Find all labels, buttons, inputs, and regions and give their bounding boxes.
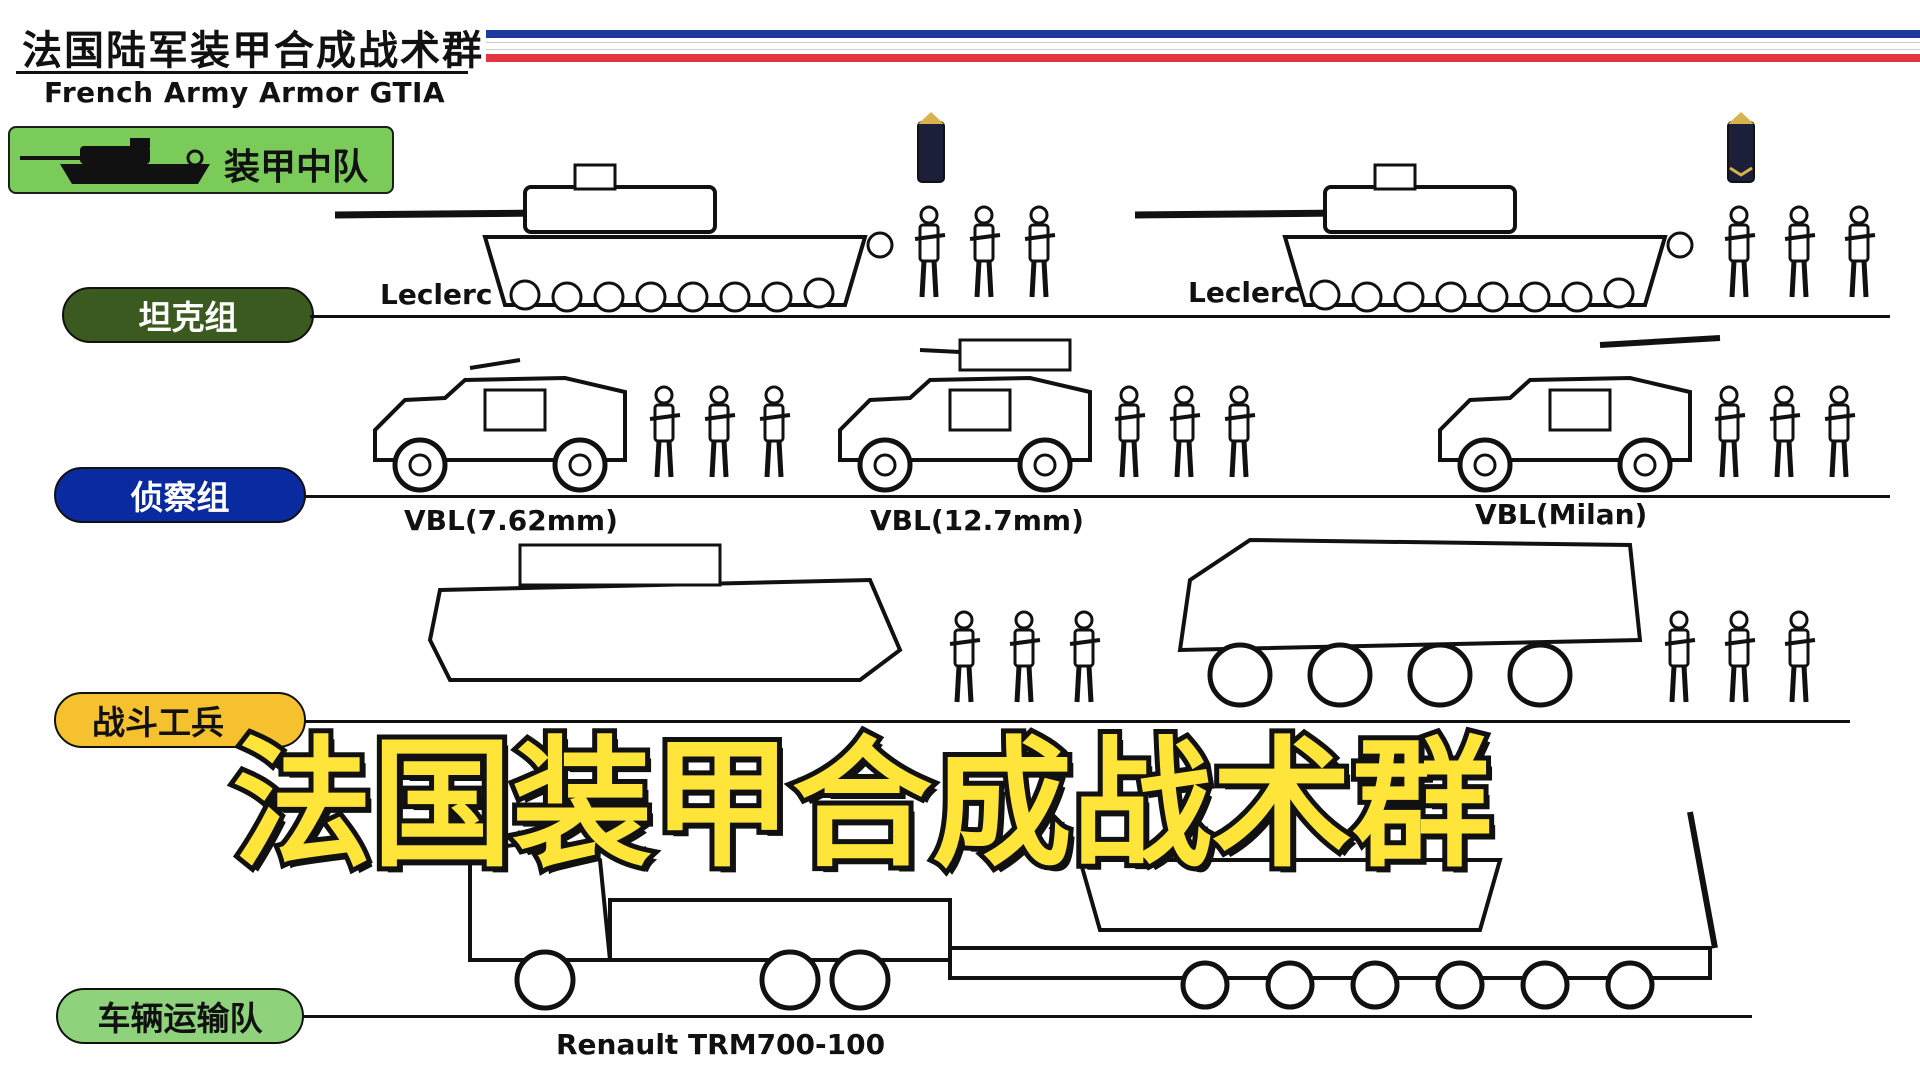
flag-band-white — [486, 42, 1920, 50]
ground-line-tank — [310, 315, 1890, 318]
ground-line-recon — [304, 495, 1890, 498]
flag-band-red — [486, 54, 1920, 62]
page-title: 法国陆军装甲合成战术群 — [22, 28, 484, 74]
overlay-title: 法国装甲合成战术群 — [227, 719, 1497, 892]
rank-insignia-1 — [917, 121, 945, 183]
unit-label: 装甲中队 — [224, 147, 369, 188]
engineer-vehicle-1 — [427, 577, 903, 682]
caption-leclerc-1: Leclerc — [380, 278, 493, 311]
vbl-762 — [375, 378, 625, 490]
caption-vbl-milan: VBL(Milan) — [1475, 498, 1648, 531]
ground-line-engineer — [304, 720, 1850, 723]
rank-insignia-2 — [1727, 121, 1755, 183]
vbl-127 — [840, 378, 1090, 490]
row-label-transport: 车辆运输队 — [56, 988, 304, 1044]
tank-icon — [20, 138, 210, 184]
caption-vbl-127: VBL(12.7mm) — [870, 504, 1084, 537]
page-subtitle: French Army Armor GTIA — [44, 76, 446, 109]
trailer-cargo-vehicle — [1077, 858, 1503, 932]
truck-cab — [468, 837, 613, 962]
row-label-tank: 坦克组 — [62, 287, 314, 343]
caption-vbl-762: VBL(7.62mm) — [404, 504, 618, 537]
caption-leclerc-2: Leclerc — [1188, 276, 1301, 309]
engineer-vehicle-2 — [1177, 537, 1643, 653]
unit-badge: 装甲中队 — [8, 126, 394, 194]
title-divider — [16, 71, 468, 74]
caption-truck: Renault TRM700-100 — [556, 1028, 886, 1061]
vbl-milan — [1440, 378, 1690, 490]
trailer — [948, 946, 1712, 980]
flag-band-blue — [486, 30, 1920, 38]
ground-line-transport — [302, 1015, 1752, 1018]
row-label-recon: 侦察组 — [54, 467, 306, 523]
